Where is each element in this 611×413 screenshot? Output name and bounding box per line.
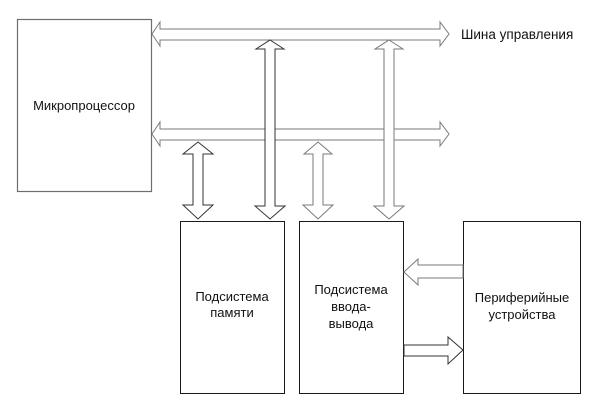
io-label-line2: ввода- — [331, 299, 371, 314]
data-bus — [151, 120, 450, 148]
control-bus: Шина управления — [151, 20, 573, 48]
control-bus-label: Шина управления — [461, 27, 573, 42]
microprocessor-block: Микропроцессор — [16, 18, 153, 193]
io-label-line3: вывода — [329, 316, 375, 331]
microprocessor-label: Микропроцессор — [33, 98, 135, 113]
memory-box — [180, 221, 285, 394]
peripherals-to-io-arrow — [403, 257, 464, 287]
data-bus-memory-arrow — [181, 141, 215, 220]
control-bus-arrow — [151, 20, 450, 48]
data-bus-io-arrow — [301, 141, 335, 220]
peripherals-label-line1: Периферийные — [475, 290, 570, 305]
data-bus-arrow — [151, 120, 450, 148]
microprocessor-box — [16, 18, 153, 193]
peripherals-box — [463, 221, 581, 394]
memory-label-line1: Подсистема — [195, 289, 269, 304]
io-to-peripherals-arrow — [403, 335, 464, 366]
peripherals-block: Периферийные устройства — [463, 221, 581, 394]
memory-label-line2: памяти — [210, 305, 253, 320]
control-bus-memory-arrow — [253, 39, 287, 220]
peripherals-label-line2: устройства — [489, 307, 557, 322]
io-label-line1: Подсистема — [314, 282, 388, 297]
memory-block: Подсистема памяти — [180, 221, 285, 394]
io-box — [299, 221, 404, 394]
control-bus-io-arrow — [372, 39, 406, 220]
vertical-connectors — [181, 39, 406, 220]
io-block: Подсистема ввода- вывода — [299, 221, 404, 394]
